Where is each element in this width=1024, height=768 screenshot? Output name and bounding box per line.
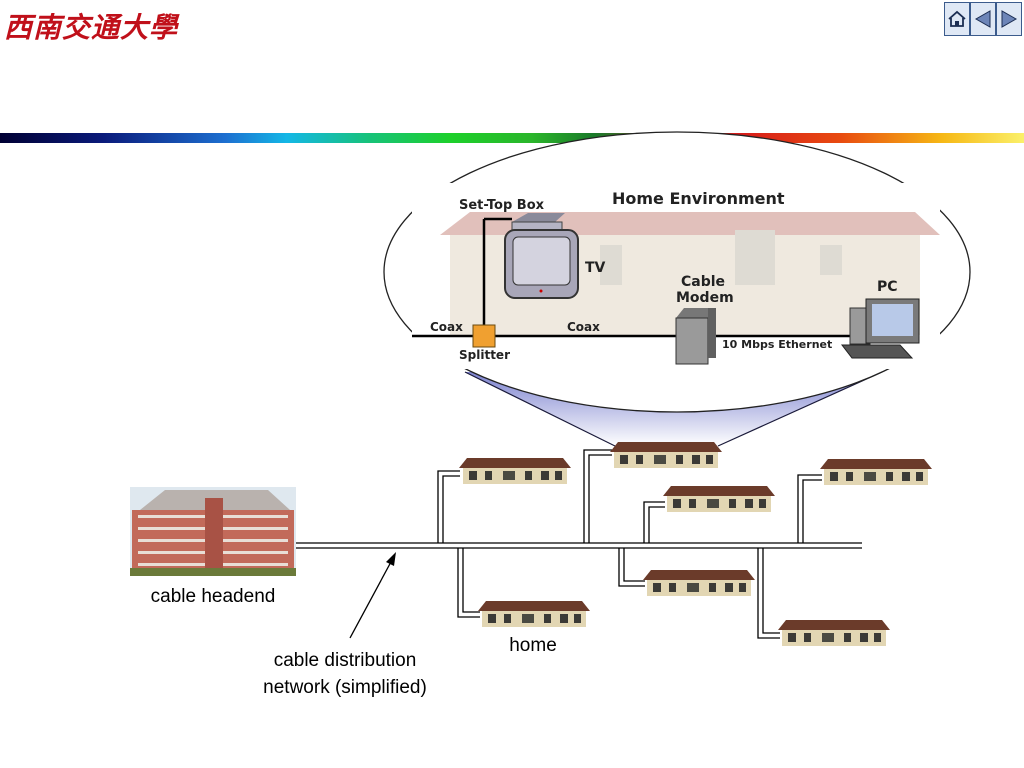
- triangle-right-icon: [1001, 10, 1018, 28]
- pc-label: PC: [877, 279, 898, 295]
- coax-left-label: Coax: [430, 320, 463, 334]
- splitter-icon: [472, 324, 496, 348]
- home-button[interactable]: [944, 2, 970, 36]
- distribution-label-line1: cable distribution: [273, 650, 417, 671]
- next-slide-button[interactable]: [996, 2, 1022, 36]
- coax-right-label: Coax: [567, 320, 600, 334]
- home-environment-illustration: Home Environment Set-Top Box TV Cable Mo…: [412, 183, 940, 369]
- slide-navigation: [944, 2, 1022, 36]
- home-house: [459, 458, 571, 484]
- set-top-box-icon: [512, 213, 565, 222]
- distribution-network: [296, 449, 862, 639]
- university-logo: 西南交通大學: [4, 11, 179, 44]
- header-color-stripe: [0, 133, 1024, 143]
- home-icon: [948, 10, 966, 27]
- tv-label: TV: [585, 260, 606, 276]
- home-house: [478, 601, 590, 627]
- home-label: home: [509, 635, 557, 656]
- home-environment-title: Home Environment: [612, 189, 785, 208]
- home-house: [663, 486, 775, 512]
- set-top-box-label: Set-Top Box: [459, 198, 545, 213]
- previous-slide-button[interactable]: [970, 2, 996, 36]
- home-house: [610, 442, 722, 468]
- splitter-label: Splitter: [459, 348, 510, 362]
- cable-modem-icon: [675, 308, 716, 365]
- tv-icon: [504, 229, 579, 299]
- home-house: [820, 459, 932, 485]
- cable-modem-label-1: Cable: [681, 274, 725, 290]
- cable-headend-building: [130, 487, 296, 576]
- pointer-arrow: [349, 559, 393, 639]
- home-house: [778, 620, 890, 646]
- pc-icon: [840, 298, 920, 359]
- cable-modem-label-2: Modem: [676, 290, 734, 306]
- distribution-label-line2: network (simplified): [263, 677, 427, 698]
- home-house: [643, 570, 755, 596]
- ethernet-label: 10 Mbps Ethernet: [722, 338, 832, 351]
- triangle-left-icon: [974, 10, 991, 28]
- cable-headend-label: cable headend: [150, 586, 276, 607]
